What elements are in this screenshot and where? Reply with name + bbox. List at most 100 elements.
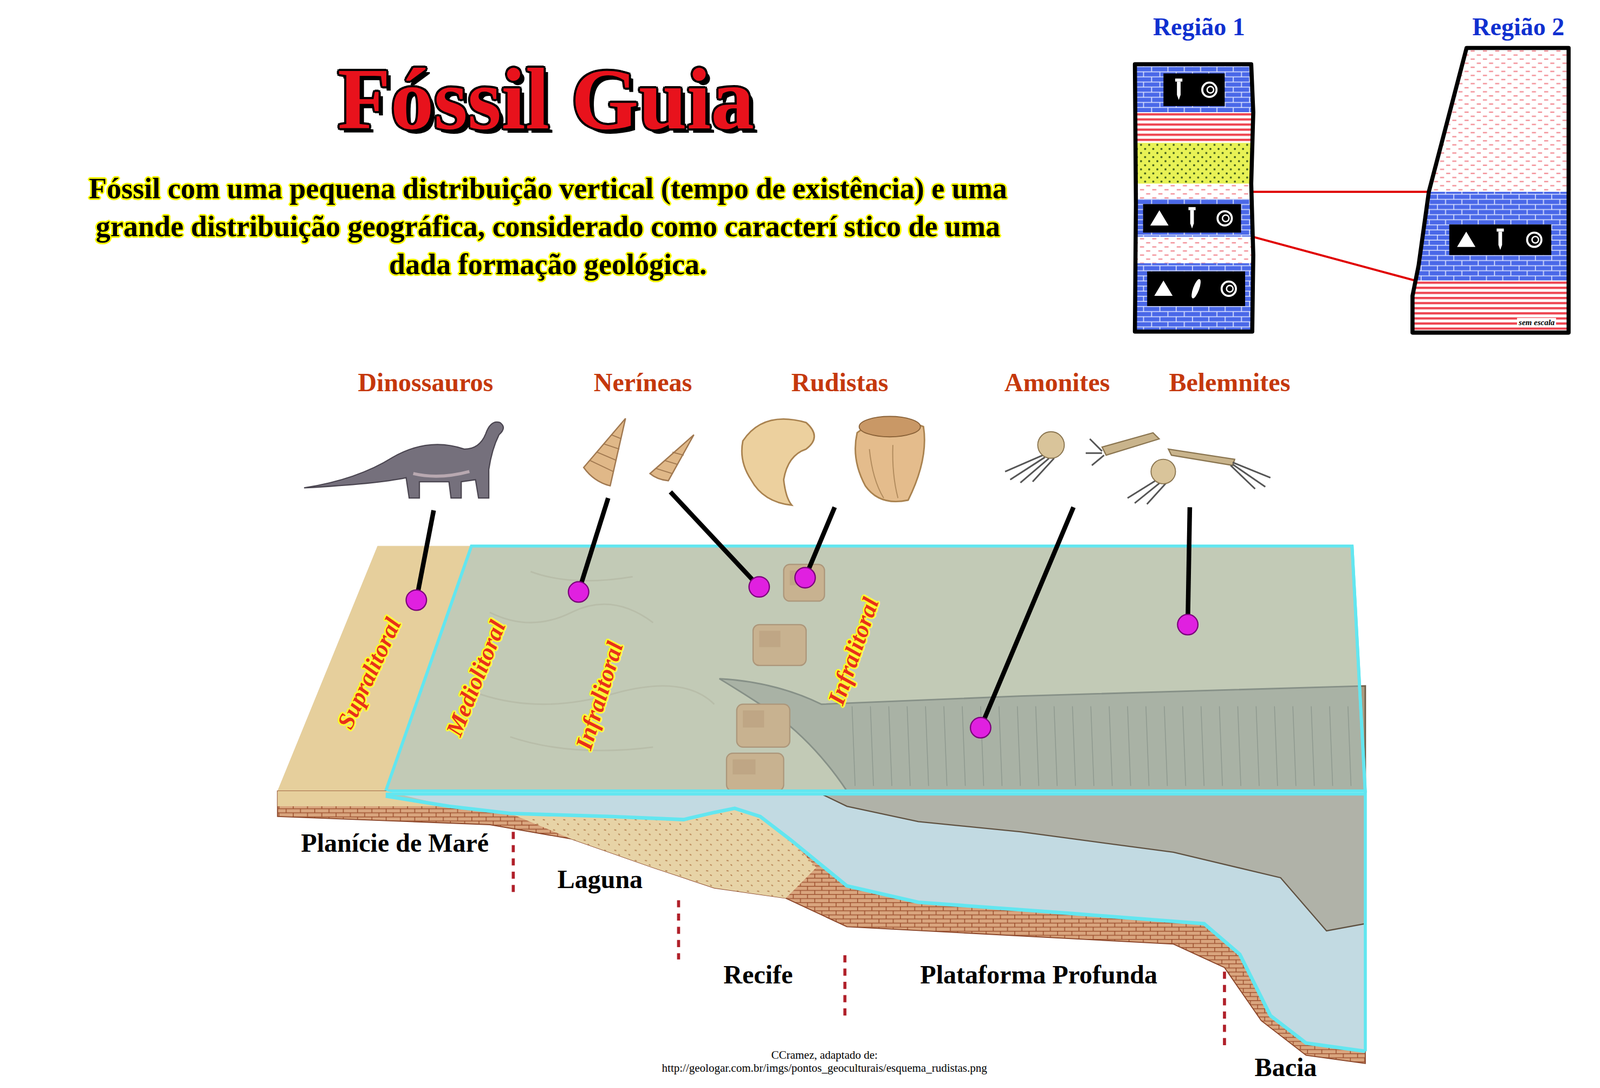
column-drawing: [1403, 8, 1583, 337]
squid-tentacles: [1085, 438, 1105, 466]
environment-name: Bacia: [1254, 1053, 1318, 1083]
nerinea-whorls: [656, 451, 684, 474]
fossil-box: [1448, 224, 1551, 255]
ammonite-icon: [1222, 215, 1229, 222]
rock-layer: [1122, 143, 1266, 184]
fossil-name: Neríneas: [593, 368, 692, 398]
block-diagram: [277, 546, 1366, 1064]
label-anchor: Bacia: [1254, 1053, 1318, 1083]
leader-line: [416, 510, 434, 601]
rock-layer: [1122, 183, 1266, 199]
fossil-name: Belemnites: [1168, 368, 1291, 398]
sea-bed-line: [385, 795, 1366, 1052]
rock-layer: [1122, 198, 1266, 237]
rock-layer: [1403, 40, 1583, 192]
leader-line: [805, 507, 835, 578]
fossil-box: [1163, 73, 1225, 107]
fossil-name: Rudistas: [791, 368, 889, 398]
fossil-box: [1142, 204, 1241, 233]
nerinea-whorls: [590, 434, 622, 472]
stratigraphic-column: Região 2: [1403, 8, 1583, 337]
region-heading: Região 2: [1429, 13, 1600, 42]
water-section: [385, 794, 1366, 1052]
bivalve-icon: [1154, 280, 1173, 296]
rock-layer: [1122, 236, 1266, 264]
location-dot: [748, 576, 770, 598]
zone-divider: [677, 899, 681, 960]
rudist-ribs: [869, 444, 899, 498]
zone-divider: [1222, 971, 1227, 1052]
bivalve-icon: [1149, 210, 1169, 226]
dinosaur-belly: [413, 471, 470, 477]
region-heading: Região 1: [1127, 13, 1271, 42]
environment-name: Plataforma Profunda: [920, 960, 1158, 989]
environment-name: Recife: [723, 960, 793, 989]
label-anchor: sem escala: [1517, 318, 1557, 328]
zone-divider: [843, 955, 847, 1017]
rock-layers: [1122, 64, 1266, 334]
sediment-section: [277, 791, 1366, 1064]
ammonite-icon: [1221, 281, 1236, 296]
rudist-lid: [859, 416, 921, 438]
rock-layer: [1122, 263, 1266, 334]
ammonite-shell: [1037, 431, 1065, 459]
sea-floor: [277, 546, 1366, 792]
location-dot: [568, 581, 589, 603]
credit-note: CCramez, adaptado de: http://geologar.co…: [613, 1047, 1036, 1074]
title-anchor: Fóssil Guia: [337, 55, 755, 143]
belemnite-icon: [1188, 206, 1196, 211]
ammonite-icon: [1207, 86, 1214, 94]
belemnite-icon: [1175, 78, 1183, 82]
water-edge: [385, 546, 1366, 1052]
ammonite-shell: [1150, 459, 1176, 484]
ammonite-tentacles: [1005, 455, 1054, 483]
belemnite-body: [1168, 449, 1235, 466]
ammonite-icon: [1531, 236, 1539, 244]
label-anchor: Amonites: [1004, 368, 1111, 398]
location-dot: [794, 567, 816, 588]
fossil-pictures: [303, 416, 1271, 738]
belemnite-icon: [1176, 81, 1181, 101]
ammonite-icon: [1202, 82, 1217, 97]
rock-layer: [1122, 112, 1266, 143]
zone-divider: [511, 831, 515, 893]
ammonite-icon: [1226, 285, 1233, 293]
scale-note: sem escala: [1517, 318, 1557, 328]
belemnite-icon: [1496, 228, 1504, 232]
label-anchor: Dinossauros: [357, 368, 494, 398]
ammonite-icon: [1217, 211, 1232, 226]
rock-layer: [1403, 280, 1583, 338]
ammonite-icon: [1526, 232, 1541, 247]
slope-deposit: [821, 794, 1366, 931]
leader-line: [980, 507, 1074, 728]
label-anchor: Recife: [723, 960, 793, 989]
label-anchor: Planície de Maré: [301, 828, 490, 858]
nerinea-shell: [650, 434, 695, 481]
environment-name: Laguna: [557, 865, 643, 895]
label-anchor: Rudistas: [791, 368, 889, 398]
fossil-name: Amonites: [1004, 368, 1111, 398]
belemnite-tentacles: [1230, 462, 1271, 489]
bivalve-icon: [1456, 231, 1476, 247]
location-dot: [406, 590, 427, 611]
leader-line: [670, 491, 760, 587]
definition-text: Fóssil com uma pequena distribuição vert…: [70, 169, 1025, 284]
column-outline: [1134, 64, 1253, 332]
fossil-box: [1147, 271, 1246, 307]
column-drawing: [1122, 8, 1266, 337]
dinosaur-figure: [303, 422, 504, 498]
label-anchor: Laguna: [557, 865, 643, 895]
label-anchor: Belemnites: [1168, 368, 1291, 398]
leader-line: [1187, 507, 1190, 625]
rock-layer: [1122, 64, 1266, 113]
belemnite-icon: [1498, 231, 1502, 250]
nerinea-shell: [583, 418, 626, 486]
stratigraphic-column: Região 1: [1122, 8, 1266, 337]
environment-name: Planície de Maré: [301, 828, 490, 858]
rudist-shell: [741, 418, 815, 505]
rock-layer: [1403, 191, 1583, 281]
column-outline: [1411, 48, 1569, 333]
squid-body: [1102, 432, 1159, 456]
location-dot: [1177, 614, 1198, 636]
